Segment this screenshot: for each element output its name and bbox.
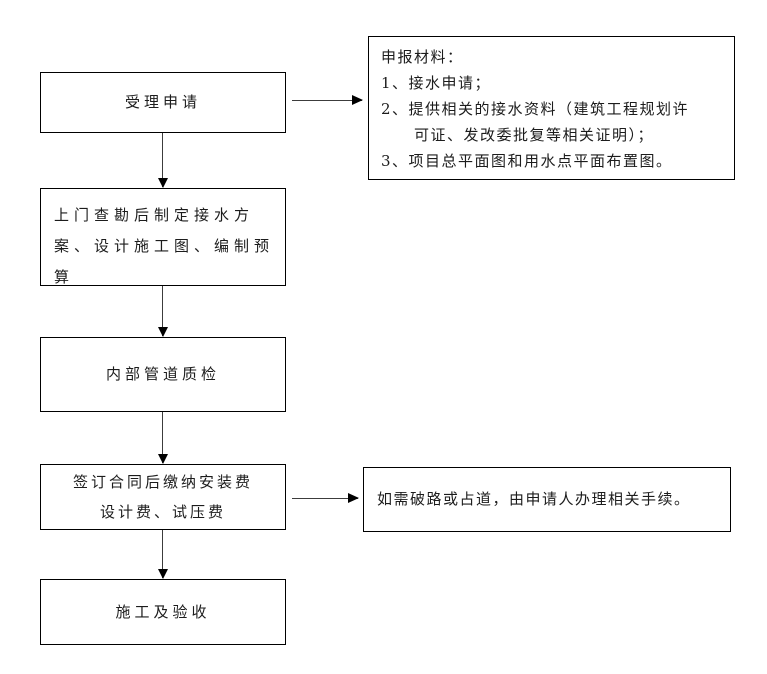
note-box-application-materials: 申报材料： 1、接水申请； 2、提供相关的接水资料（建筑工程规划许 可证、发改委…: [368, 36, 735, 180]
flow-step-internal-pipe-inspection: 内部管道质检: [40, 337, 286, 412]
arrow-step1-to-step2: [157, 133, 168, 188]
flow-step-construction-acceptance: 施工及验收: [40, 579, 286, 645]
flow-step-accept-application: 受理申请: [40, 72, 286, 133]
arrow-step4-to-step5: [157, 530, 168, 579]
arrow-step4-to-road-note: [292, 492, 359, 503]
note-box-road-breaking: 如需破路或占道，由申请人办理相关手续。: [363, 467, 731, 532]
flow-step-sign-contract-pay-fees: 签订合同后缴纳安装费 设计费、试压费: [40, 464, 286, 530]
arrow-step3-to-step4: [157, 412, 168, 464]
arrow-step1-to-materials-note: [292, 94, 363, 105]
flow-step-site-survey-plan: 上门查勘后制定接水方 案、设计施工图、编制预 算: [40, 188, 286, 286]
arrow-step2-to-step3: [157, 286, 168, 337]
